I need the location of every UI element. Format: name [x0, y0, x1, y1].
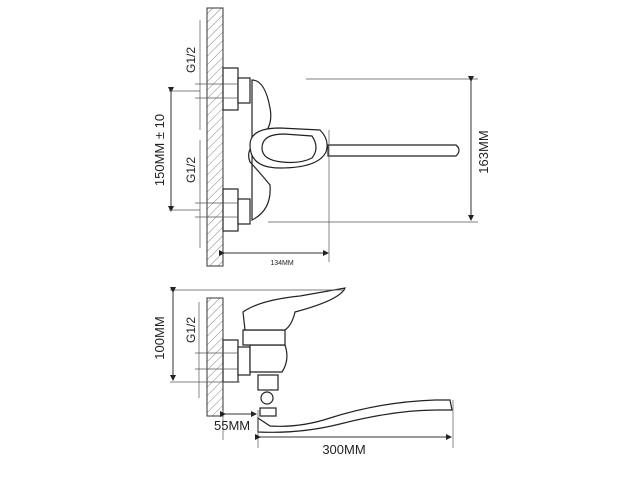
- lever-handle-inner: [261, 133, 317, 164]
- side-view: 100MM G1/2 55MM 300MM: [152, 287, 454, 457]
- side-mixer-body: [249, 344, 288, 373]
- wall-hatch-top: [206, 7, 224, 267]
- height-100-label: 100MM: [152, 316, 167, 359]
- side-thread-label: G1/2: [184, 317, 198, 343]
- lower-inlet: [195, 188, 251, 232]
- side-inlet-flange: [222, 339, 239, 383]
- spout-length-label: 300MM: [322, 442, 365, 457]
- wall-hatch-side: [206, 297, 224, 417]
- height-163-label: 163MM: [476, 130, 491, 173]
- spout-top: [327, 144, 460, 157]
- wall-offset-label: 55MM: [214, 418, 250, 433]
- depth-134-label: 134MM: [270, 260, 294, 267]
- top-view: 163MM 134MM 150MM ± 10 G1/2 G1/2: [152, 7, 491, 267]
- side-spout: [257, 399, 453, 433]
- swivel-joint: [260, 391, 274, 405]
- side-cartridge: [242, 329, 286, 346]
- thread-lower-label: G1/2: [184, 157, 198, 183]
- upper-inlet: [195, 67, 251, 111]
- mixer-body: [248, 79, 272, 221]
- inlet-spacing-label: 150MM ± 10: [152, 114, 167, 186]
- thread-upper-label: G1/2: [184, 47, 198, 73]
- side-inlet-nut: [237, 346, 251, 376]
- side-lever: [242, 287, 346, 331]
